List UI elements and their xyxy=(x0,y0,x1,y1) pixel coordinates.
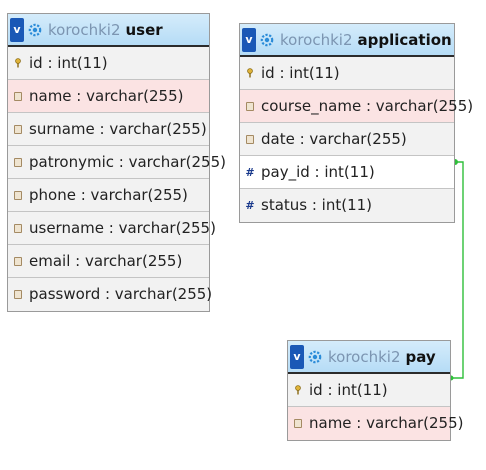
index-icon: # xyxy=(245,199,255,212)
column-row[interactable]: course_name : varchar(255) xyxy=(240,90,473,123)
column-row[interactable]: # pay_id : int(11) xyxy=(240,156,454,189)
table-name: user xyxy=(125,20,163,39)
column-row[interactable]: surname : varchar(255) xyxy=(8,113,209,146)
toggle-button[interactable]: v xyxy=(242,27,256,52)
column-icon xyxy=(14,157,22,167)
column-row[interactable]: id : int(11) xyxy=(288,374,450,407)
column-icon xyxy=(14,124,22,134)
gear-icon[interactable] xyxy=(308,350,322,364)
column-row[interactable]: date : varchar(255) xyxy=(240,123,454,156)
column-label: surname : varchar(255) xyxy=(29,119,207,138)
column-label: id : int(11) xyxy=(261,63,340,82)
gear-icon[interactable] xyxy=(260,33,274,47)
column-row[interactable]: # status : int(11) xyxy=(240,189,454,222)
database-name: korochki2 xyxy=(280,30,353,49)
column-label: id : int(11) xyxy=(309,380,388,399)
key-icon xyxy=(246,57,254,90)
relation-path xyxy=(451,161,464,379)
column-icon xyxy=(14,223,22,233)
column-label: course_name : varchar(255) xyxy=(261,96,474,115)
column-icon xyxy=(246,101,254,111)
column-row[interactable]: password : varchar(255) xyxy=(8,278,213,311)
table-name: application xyxy=(357,30,452,49)
column-label: id : int(11) xyxy=(29,53,108,72)
column-list: id : int(11) course_name : varchar(255) da… xyxy=(240,57,473,222)
column-label: phone : varchar(255) xyxy=(29,185,188,204)
column-label: email : varchar(255) xyxy=(29,251,183,270)
table-name: pay xyxy=(405,347,436,366)
column-row[interactable]: patronymic : varchar(255) xyxy=(8,146,226,179)
column-row[interactable]: name : varchar(255) xyxy=(8,80,209,113)
column-row[interactable]: username : varchar(255) xyxy=(8,212,216,245)
column-icon xyxy=(14,91,22,101)
toggle-button[interactable]: v xyxy=(290,344,304,369)
index-icon: # xyxy=(245,165,255,179)
column-label: patronymic : varchar(255) xyxy=(29,152,226,171)
column-icon xyxy=(294,419,302,428)
column-row[interactable]: id : int(11) xyxy=(240,57,454,90)
column-row[interactable]: email : varchar(255) xyxy=(8,245,209,278)
key-icon xyxy=(294,374,302,407)
column-icon xyxy=(14,290,22,299)
column-label: pay_id : int(11) xyxy=(261,162,375,181)
column-label: date : varchar(255) xyxy=(261,129,407,148)
column-icon xyxy=(246,134,254,144)
key-icon xyxy=(14,47,22,80)
toggle-button[interactable]: v xyxy=(10,17,24,42)
column-label: password : varchar(255) xyxy=(29,285,213,303)
column-icon xyxy=(14,190,22,200)
column-list: id : int(11) name : varchar(255) xyxy=(288,374,463,440)
column-list: id : int(11) name : varchar(255) surname :… xyxy=(8,47,226,311)
column-row[interactable]: phone : varchar(255) xyxy=(8,179,209,212)
column-label: username : varchar(255) xyxy=(29,218,216,237)
column-row[interactable]: name : varchar(255) xyxy=(288,407,463,440)
column-row[interactable]: id : int(11) xyxy=(8,47,209,80)
database-name: korochki2 xyxy=(328,347,401,366)
gear-icon[interactable] xyxy=(28,23,42,37)
column-icon xyxy=(14,256,22,266)
column-label: name : varchar(255) xyxy=(309,414,464,432)
column-label: name : varchar(255) xyxy=(29,86,184,105)
database-name: korochki2 xyxy=(48,20,121,39)
column-label: status : int(11) xyxy=(261,196,373,214)
